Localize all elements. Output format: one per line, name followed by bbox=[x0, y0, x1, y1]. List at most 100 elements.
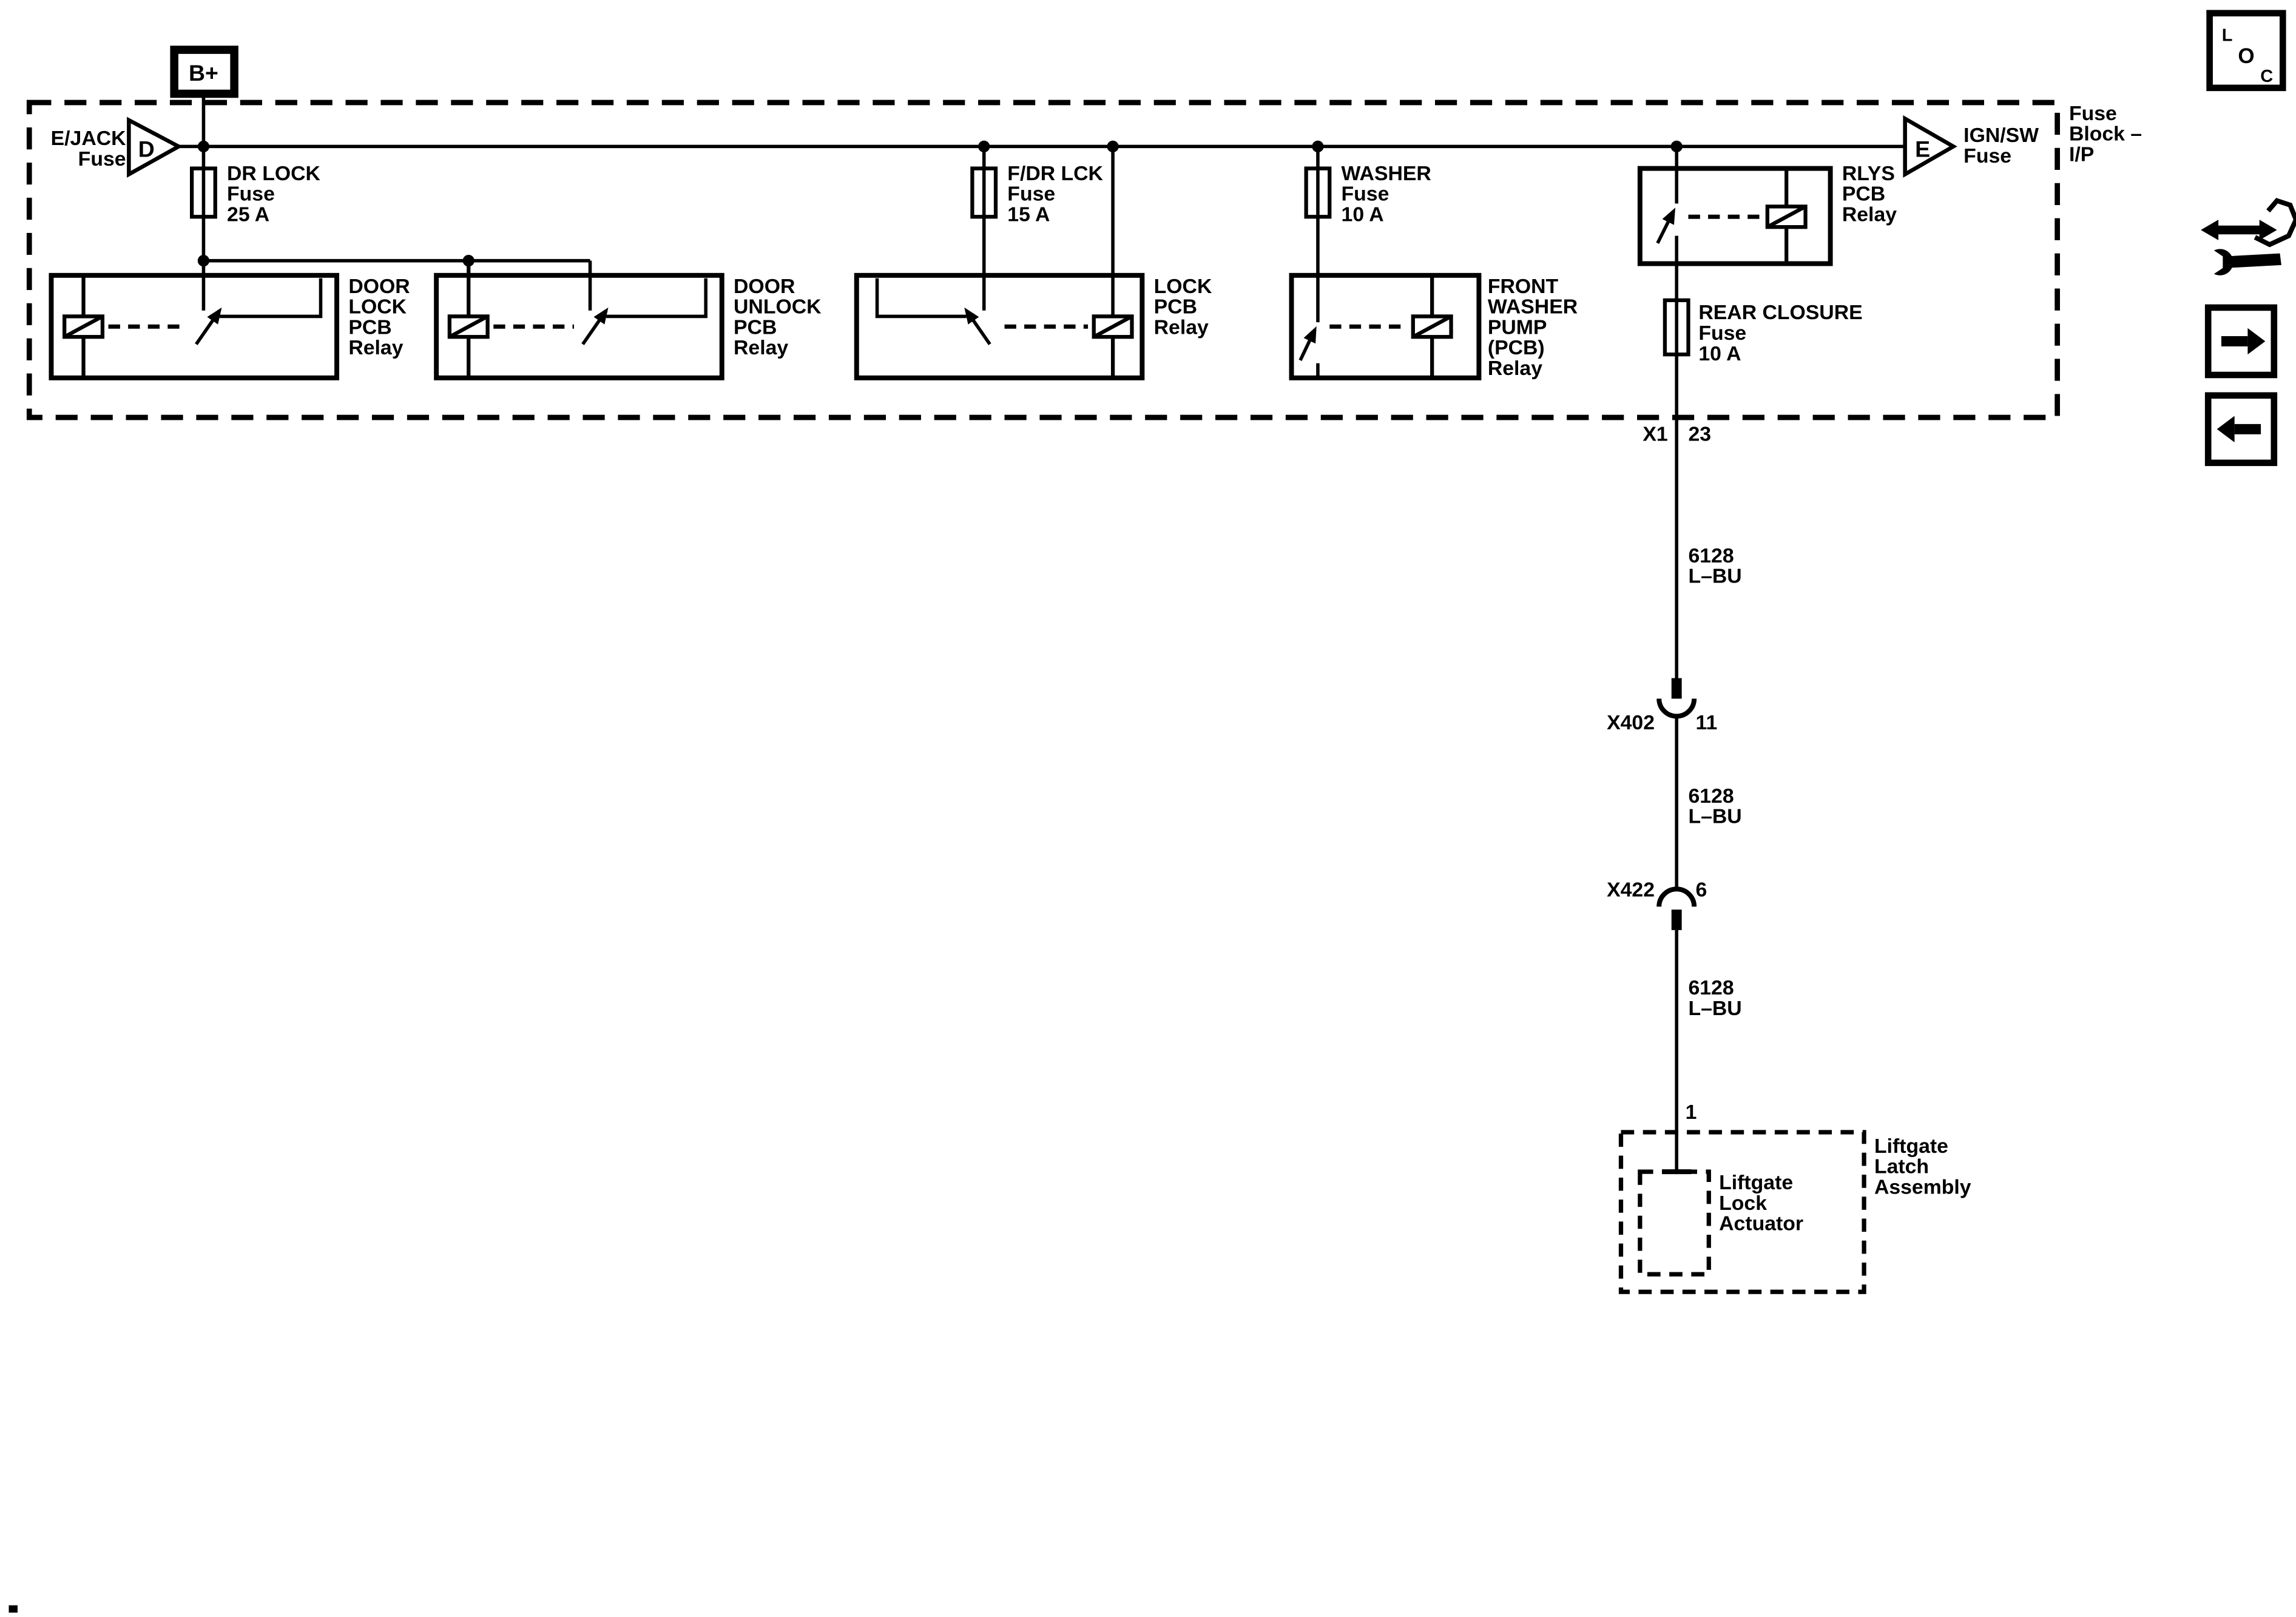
connector-x1: X1 23 bbox=[1643, 423, 1711, 446]
actuator-label-line: Lock bbox=[1719, 1192, 1767, 1215]
loc-button-box[interactable] bbox=[2206, 10, 2286, 92]
wire-label-2: 6128 L–BU bbox=[1688, 785, 1741, 828]
relay-coil bbox=[1092, 314, 1134, 339]
relay-label-line: LOCK bbox=[348, 295, 407, 319]
dest-e: E IGN/SW Fuse bbox=[1903, 115, 2039, 178]
relay-label-line: DOOR bbox=[348, 275, 410, 298]
relay-contact-path bbox=[219, 278, 323, 319]
relay-coil bbox=[447, 314, 490, 339]
loc-letter: C bbox=[2260, 67, 2273, 86]
relay-switch-arm bbox=[1298, 326, 1317, 362]
relay-label-line: Relay bbox=[348, 336, 403, 359]
relay-contact-path bbox=[606, 278, 707, 319]
connector-x402: X402 11 bbox=[1607, 678, 1717, 890]
relay-label-line: PCB bbox=[348, 316, 391, 339]
fuse-label-line: F/DR LCK bbox=[1007, 162, 1103, 185]
fuse-label-line: REAR CLOSURE bbox=[1698, 301, 1862, 324]
wire-circuit-number: 6128 bbox=[1688, 785, 1734, 808]
double-arrow-icon bbox=[2201, 220, 2277, 240]
relay-label-line: PUMP bbox=[1488, 316, 1547, 339]
fuse-label-line: 10 A bbox=[1698, 342, 1741, 365]
actuator-dashed-box bbox=[1638, 1169, 1711, 1277]
b-plus-label: B+ bbox=[189, 60, 218, 86]
connector-socket-arc bbox=[1656, 886, 1697, 907]
relay-coil-diagonal bbox=[1412, 314, 1453, 339]
relay-label-line: PCB bbox=[734, 316, 777, 339]
service-info-button[interactable] bbox=[2201, 198, 2296, 275]
triangle-d-letter: D bbox=[138, 136, 155, 161]
connector-pin: 6 bbox=[1696, 878, 1707, 901]
relay-box bbox=[434, 272, 724, 380]
fuse-symbol bbox=[970, 166, 998, 219]
prev-page-button[interactable] bbox=[2204, 392, 2278, 467]
actuator-label-line: Liftgate bbox=[1719, 1171, 1793, 1194]
connector-name: X422 bbox=[1607, 878, 1655, 901]
liftgate-latch-assembly: 1 Liftgate Latch Assembly Liftgate Lock … bbox=[1618, 1101, 1971, 1294]
triangle-e-icon bbox=[1903, 115, 1957, 178]
relay-switch-arm bbox=[964, 307, 991, 345]
relay-label-line: PCB bbox=[1842, 183, 1885, 206]
relay-box bbox=[854, 272, 1145, 380]
wire-circuit-number: 6128 bbox=[1688, 544, 1734, 567]
fuse-washer: WASHER Fuse 10 A bbox=[1304, 146, 1431, 323]
b-plus-terminal: B+ bbox=[170, 46, 238, 311]
loc-letter: O bbox=[2238, 44, 2254, 68]
connector-x422: X422 6 bbox=[1607, 878, 1707, 1172]
fuse-label-line: Fuse bbox=[1007, 183, 1055, 206]
junction-dot bbox=[197, 255, 210, 267]
fuse-symbol bbox=[1663, 298, 1690, 357]
wire-label-1: 6128 L–BU bbox=[1688, 544, 1741, 588]
page-artifact-dot bbox=[8, 1605, 18, 1613]
relay-label-line: Relay bbox=[1488, 357, 1542, 380]
actuator-label-line: Actuator bbox=[1719, 1212, 1803, 1235]
wire-circuit-number: 6128 bbox=[1688, 976, 1734, 999]
fuse-label-line: WASHER bbox=[1342, 162, 1431, 185]
fuse-symbol bbox=[1304, 166, 1332, 219]
wire-label-3: 6128 L–BU bbox=[1688, 976, 1741, 1020]
relay-box bbox=[49, 272, 340, 380]
relay-switch-arm bbox=[1656, 208, 1676, 244]
wire-color-code: L–BU bbox=[1688, 805, 1741, 828]
next-page-button[interactable] bbox=[2204, 304, 2278, 379]
fuse-block-label: Fuse Block – I/P bbox=[2069, 102, 2142, 166]
relay-label-line: Relay bbox=[734, 336, 788, 359]
assembly-dashed-box bbox=[1618, 1130, 1866, 1294]
loc-letter: L bbox=[2222, 26, 2233, 46]
junction-dot bbox=[197, 140, 210, 153]
rlys-relay: RLYS PCB Relay bbox=[1637, 146, 1897, 680]
left-arrow-icon bbox=[2217, 416, 2235, 443]
relay-label-line: Relay bbox=[1154, 316, 1209, 339]
source-d: D E/JACK Fuse bbox=[51, 116, 183, 178]
wire-color-code: L–BU bbox=[1688, 997, 1741, 1020]
front-washer-pump-relay: FRONT WASHER PUMP (PCB) Relay bbox=[1289, 272, 1578, 380]
relay-label-line: (PCB) bbox=[1488, 336, 1545, 359]
relay-label-line: FRONT bbox=[1488, 275, 1559, 298]
relay-coil bbox=[1411, 314, 1453, 339]
wire-color-code: L–BU bbox=[1688, 565, 1741, 588]
relay-coil-diagonal bbox=[63, 314, 104, 339]
lock-relay: LOCK PCB Relay bbox=[854, 146, 1212, 380]
door-lock-relay: DOOR LOCK PCB Relay bbox=[49, 272, 410, 380]
connector-socket-arc bbox=[1656, 698, 1697, 719]
fuse-label-line: 25 A bbox=[227, 203, 269, 226]
connector-pin: 11 bbox=[1696, 711, 1718, 734]
ign-sw-label-line: IGN/SW bbox=[1963, 124, 2039, 147]
relay-coil bbox=[62, 314, 105, 339]
connector-name: X1 bbox=[1643, 423, 1667, 446]
fuse-label-line: 15 A bbox=[1007, 203, 1050, 226]
fuse-block-boundary bbox=[26, 100, 2060, 420]
wrench-icon bbox=[2213, 249, 2281, 275]
relay-label-line: PCB bbox=[1154, 295, 1197, 319]
connector-name: X402 bbox=[1607, 711, 1655, 734]
triangle-d-icon bbox=[127, 116, 183, 178]
right-arrow-icon bbox=[2247, 328, 2266, 355]
fuse-block-label-line: Fuse bbox=[2069, 102, 2117, 125]
loc-button[interactable]: L O C bbox=[2206, 10, 2286, 92]
fuse-block-label-line: I/P bbox=[2069, 143, 2094, 166]
e-jack-label-line: E/JACK bbox=[51, 127, 126, 150]
relay-box bbox=[1289, 272, 1482, 380]
relay-label-line: DOOR bbox=[734, 275, 795, 298]
pointer-outline-icon bbox=[2254, 198, 2296, 248]
fuse-block-label-line: Block – bbox=[2069, 123, 2142, 146]
